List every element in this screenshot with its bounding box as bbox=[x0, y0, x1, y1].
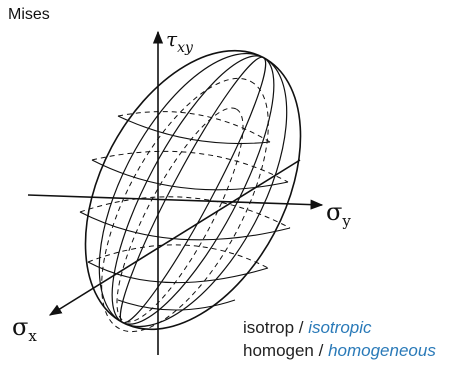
tau-axis-label: τxy bbox=[166, 27, 194, 56]
latitude-ring bbox=[79, 211, 291, 241]
caption-homogeneous-en: homogeneous bbox=[328, 341, 436, 360]
ellipsoid-hidden-lines bbox=[101, 77, 269, 333]
ellipsoid-surface bbox=[84, 49, 302, 331]
latitude-ring bbox=[91, 159, 289, 191]
caption-separator: / bbox=[294, 318, 309, 337]
latitude-hidden bbox=[87, 244, 269, 269]
ellipsoid-meridians bbox=[98, 52, 288, 328]
ellipsoid-outline bbox=[84, 49, 302, 331]
meridian-line bbox=[98, 52, 288, 328]
sigma-x-axis bbox=[48, 159, 301, 316]
sigma-y-axis bbox=[27, 194, 324, 210]
diagram-title: Mises bbox=[8, 6, 50, 23]
latitude-hidden bbox=[79, 196, 291, 229]
caption-isotropic: isotrop / isotropic bbox=[243, 318, 372, 338]
latitude-ring bbox=[117, 299, 236, 311]
latitude-hidden bbox=[91, 150, 289, 183]
sigma-y-axis-label: σy bbox=[326, 198, 351, 230]
caption-isotropic-en: isotropic bbox=[308, 318, 372, 337]
sigma-x-axis-label: σx bbox=[12, 313, 37, 345]
caption-homogeneous-de: homogen bbox=[243, 341, 314, 360]
axes bbox=[27, 30, 324, 355]
caption-isotropic-de: isotrop bbox=[243, 318, 295, 337]
latitude-hidden bbox=[117, 111, 271, 143]
ellipsoid-latitudes bbox=[79, 115, 291, 311]
latitude-ring bbox=[87, 261, 269, 284]
caption-homogeneous: homogen / homogeneous bbox=[243, 341, 436, 361]
meridian-line bbox=[119, 56, 267, 324]
hidden-meridian bbox=[101, 77, 269, 333]
ellipsoid-latitudes-hidden bbox=[79, 111, 291, 269]
caption-separator: / bbox=[313, 341, 329, 360]
latitude-ring bbox=[117, 115, 271, 145]
